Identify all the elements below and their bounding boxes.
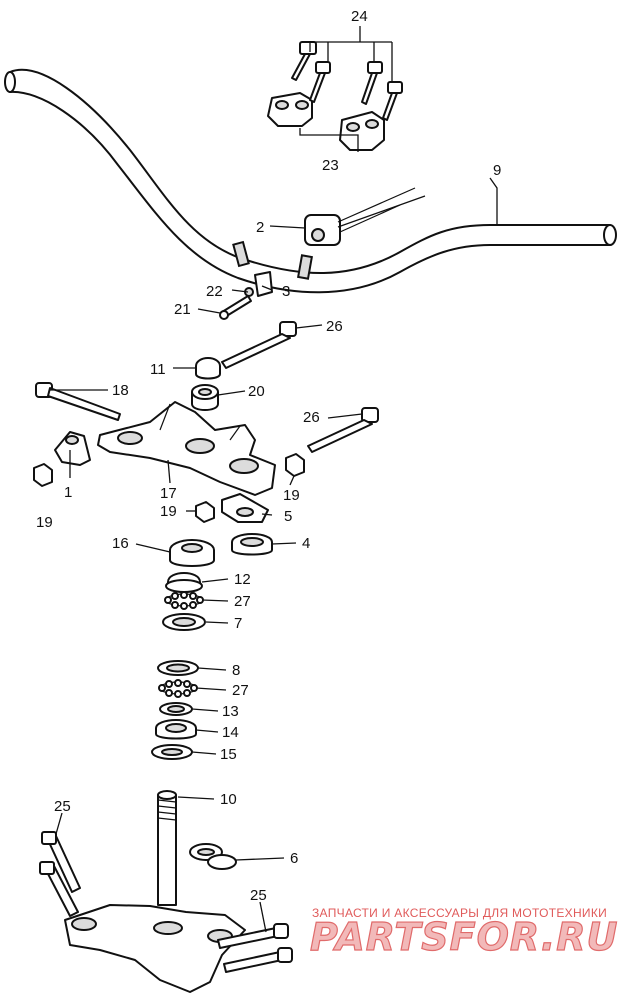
- rubber-bushing: [191, 384, 219, 411]
- steering-stem-nut: [169, 539, 215, 567]
- watermark: ЗАПЧАСТИ И АКСЕССУАРЫ ДЛЯ МОТОТЕХНИКИ PA…: [309, 906, 618, 960]
- handlebar: [4, 69, 617, 294]
- callout-26-right: 26: [303, 409, 320, 426]
- cap-nut: [195, 357, 221, 380]
- callout-6: 6: [290, 850, 298, 867]
- callout-19-left: 19: [36, 514, 53, 531]
- callout-24: 24: [351, 8, 368, 25]
- cable-clamp: [189, 843, 237, 870]
- callout-22: 22: [206, 283, 223, 300]
- nut-center: [195, 501, 215, 523]
- callout-5: 5: [284, 508, 292, 525]
- steel-balls-lower: [158, 679, 198, 698]
- callout-12: 12: [234, 571, 251, 588]
- callout-18: 18: [112, 382, 129, 399]
- bearing-top-cone: [165, 572, 203, 593]
- nut-right: [285, 453, 305, 477]
- callout-27-lower: 27: [232, 682, 249, 699]
- upper-bearing-race: [162, 613, 206, 631]
- wire-clip: [219, 271, 273, 320]
- callout-8: 8: [232, 662, 240, 679]
- callout-1: 1: [64, 484, 72, 501]
- callout-19-center: 19: [160, 503, 177, 520]
- holder-bolts: [291, 41, 403, 121]
- bottom-cone-race: [159, 702, 193, 716]
- dust-seal-washer: [151, 744, 193, 760]
- callout-21: 21: [174, 301, 191, 318]
- callout-3: 3: [282, 283, 290, 300]
- watermark-tagline: ЗАПЧАСТИ И АКСЕССУАРЫ ДЛЯ МОТОТЕХНИКИ: [312, 906, 607, 920]
- upper-bridge: [97, 401, 276, 496]
- watermark-logo: PARTSFOR.RU: [310, 915, 618, 959]
- dust-seal-lower: [155, 719, 197, 740]
- long-bolt-upper: [221, 321, 297, 369]
- mounting-bracket-left: [54, 431, 91, 466]
- callout-2: 2: [256, 219, 264, 236]
- callout-11: 11: [150, 361, 166, 378]
- callout-9: 9: [493, 162, 501, 179]
- callout-23: 23: [322, 157, 339, 174]
- callout-25-right: 25: [250, 887, 267, 904]
- nut-left: [33, 463, 53, 487]
- switch-housing: [304, 187, 426, 246]
- callout-25-left: 25: [54, 798, 71, 815]
- fork-clamp-bolts-left: [39, 831, 81, 917]
- callout-16: 16: [112, 535, 129, 552]
- fork-clamp-bolts-right: [217, 923, 293, 973]
- mounting-bracket-right: [221, 493, 269, 523]
- lower-bearing-race: [157, 660, 199, 676]
- handlebar-holders: [267, 92, 385, 151]
- callout-7: 7: [234, 615, 242, 632]
- callout-19-right: 19: [283, 487, 300, 504]
- callout-26-upper: 26: [326, 318, 343, 335]
- steering-stem: [64, 790, 246, 993]
- callout-13: 13: [222, 703, 239, 720]
- callout-15: 15: [220, 746, 237, 763]
- pinch-bolt: [35, 382, 121, 421]
- steel-balls-upper: [164, 591, 204, 610]
- leader-lines: [50, 26, 498, 933]
- dust-seal: [231, 533, 273, 556]
- callout-14: 14: [222, 724, 239, 741]
- callout-4: 4: [302, 535, 310, 552]
- callout-20: 20: [248, 383, 265, 400]
- long-bolt-right: [307, 407, 379, 453]
- callout-10: 10: [220, 791, 237, 808]
- callout-27-upper: 27: [234, 593, 251, 610]
- callout-17: 17: [160, 485, 177, 502]
- callouts: 24 23 9 2 22 3 21 26 11 18 20 26 1 17 19…: [36, 8, 501, 904]
